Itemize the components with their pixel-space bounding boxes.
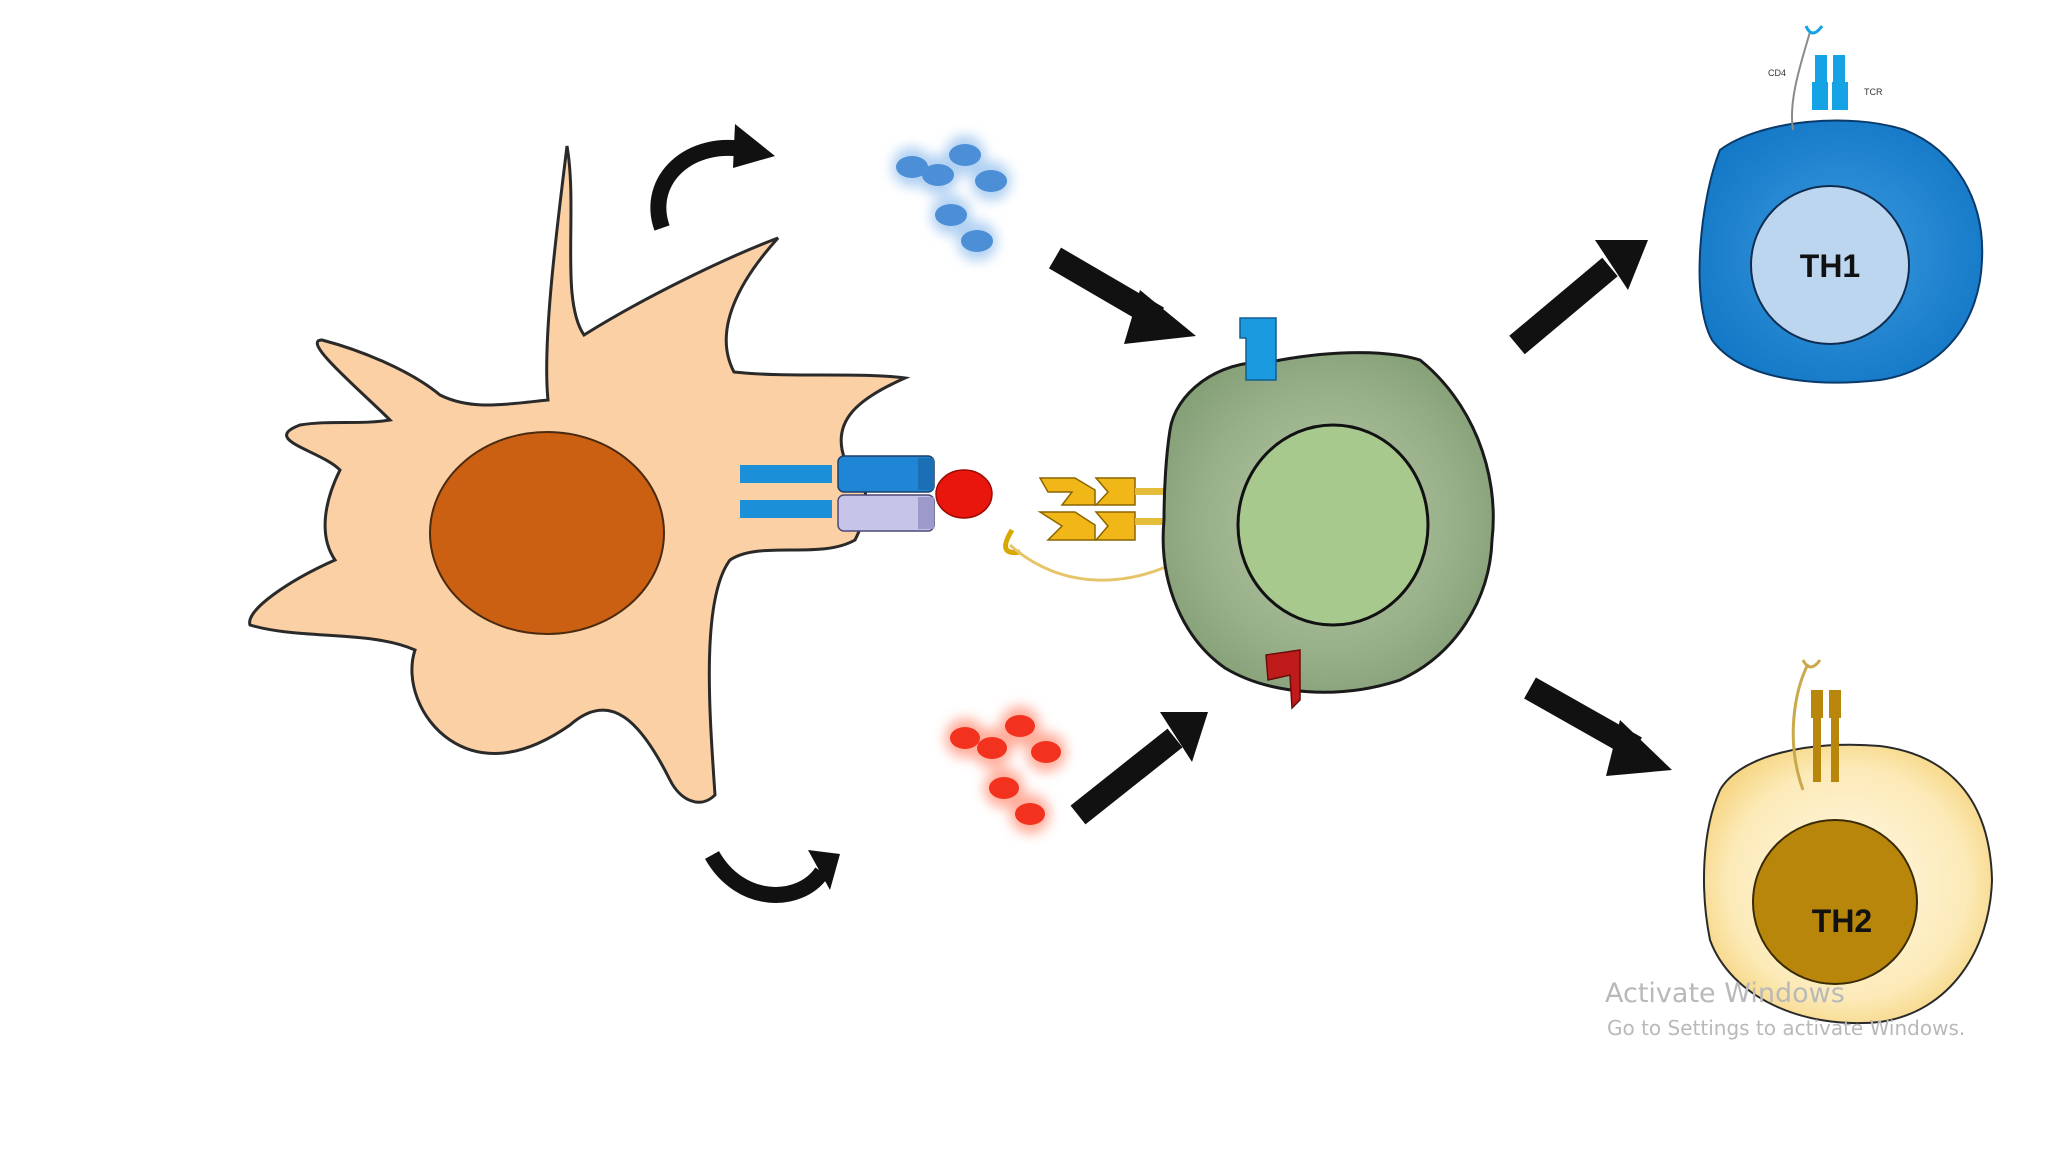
dendritic-cell-nucleus: [429, 431, 665, 635]
th1-cd4-stalk: [1791, 31, 1811, 131]
receptor-upper-2: [1094, 477, 1136, 506]
activate-windows-subtitle: Go to Settings to activate Windows.: [1607, 1016, 1966, 1040]
arrow-cytokine-to-tcell-top: [1048, 247, 1196, 344]
mhc-tcr-complex: [740, 455, 1191, 582]
naive-t-cell-nucleus: [1236, 423, 1430, 627]
cytokine-dot: [896, 156, 928, 178]
th1-tcr-receptor: [1812, 55, 1848, 110]
arrow-cytokine-to-tcell-bottom: [1070, 712, 1208, 825]
cytokine-dot: [922, 164, 954, 186]
arrow-to-th1: [1509, 240, 1648, 355]
dendritic-cell: [248, 145, 911, 804]
curved-arrow-bottom: [705, 850, 840, 903]
cytokine-dot: [1031, 741, 1061, 763]
th2-receptor: [1811, 690, 1841, 782]
th2-cd4-stalk: [1791, 663, 1810, 791]
cytokine-dot: [977, 737, 1007, 759]
tcr-label: TCR: [1864, 87, 1883, 97]
th1-label: TH1: [1800, 248, 1860, 284]
receptor-lower: [1037, 511, 1096, 541]
red-cytokines: [945, 706, 1066, 834]
mhc-stalk-top: [740, 465, 832, 483]
cytokine-dot: [1015, 803, 1045, 825]
th2-label: TH2: [1812, 903, 1872, 939]
naive-t-cell: [1161, 317, 1495, 710]
arrow-to-th2: [1524, 677, 1672, 776]
antigen-peptide: [935, 469, 993, 519]
cytokine-dot: [961, 230, 993, 252]
tcell-blue-receptor: [1239, 317, 1277, 381]
th1-nucleus: [1750, 185, 1910, 345]
th2-nucleus: [1752, 819, 1918, 985]
cytokine-dot: [949, 144, 981, 166]
cytokine-dot: [950, 727, 980, 749]
cd4-label: CD4: [1768, 68, 1786, 78]
curved-arrow-top: [650, 124, 775, 231]
th1-cell: TH1 CD4 TCR: [1698, 25, 1984, 384]
mhc-stalk-bottom: [740, 500, 832, 518]
th2-cell: TH2: [1703, 659, 1994, 1025]
th2-cd4-hook: [1801, 659, 1822, 669]
receptor-lower-2: [1094, 511, 1136, 541]
blue-cytokines: [892, 135, 1011, 261]
cytokine-dot: [935, 204, 967, 226]
mhc-cap-top: [918, 458, 934, 490]
cytokine-dot: [989, 777, 1019, 799]
receptor-upper: [1038, 477, 1096, 506]
cytokine-dot: [1005, 715, 1035, 737]
cytokine-dot: [975, 170, 1007, 192]
tcell-red-receptor: [1265, 649, 1301, 710]
mhc-cap-bottom: [918, 497, 934, 529]
th1-cd4-hook: [1804, 25, 1824, 35]
activate-windows-title: Activate Windows: [1605, 978, 1845, 1009]
